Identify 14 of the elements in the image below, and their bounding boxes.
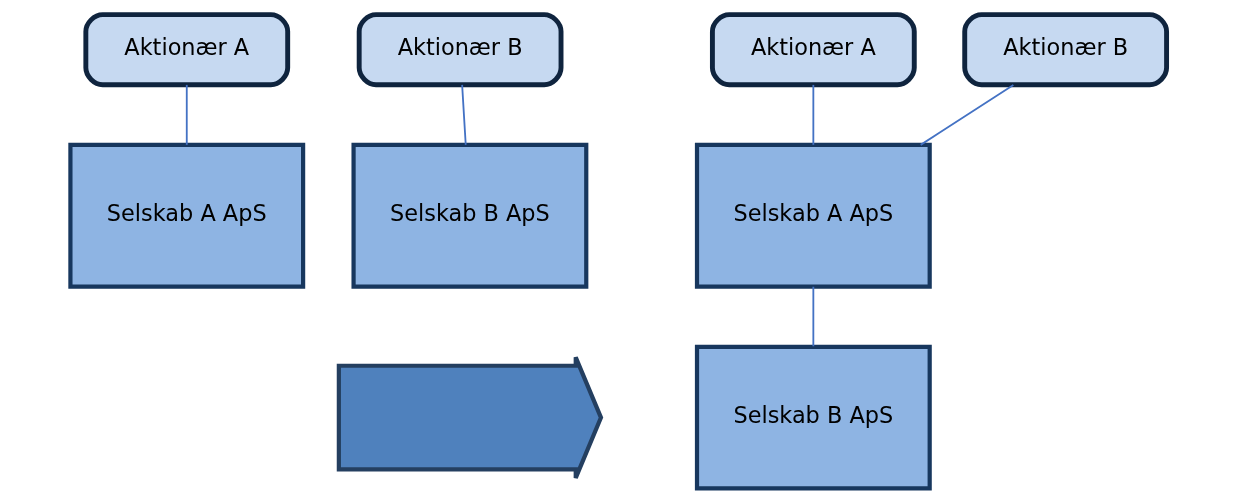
node-box: Selskab B ApS (350, 142, 588, 289)
node-box: Aktionær B (356, 11, 563, 87)
node-box: Selskab B ApS (694, 344, 932, 490)
connector (811, 83, 814, 146)
node-arrow (336, 354, 603, 480)
connector (460, 83, 467, 146)
node-box: Selskab A ApS (67, 142, 305, 289)
node-box: Selskab A ApS (694, 142, 932, 289)
node-box: Aktionær A (709, 11, 917, 87)
connector (811, 285, 814, 347)
node-box: Aktionær B (961, 11, 1169, 87)
node-box: Aktionær A (82, 11, 290, 87)
connector (185, 83, 188, 146)
connector (919, 83, 1014, 146)
